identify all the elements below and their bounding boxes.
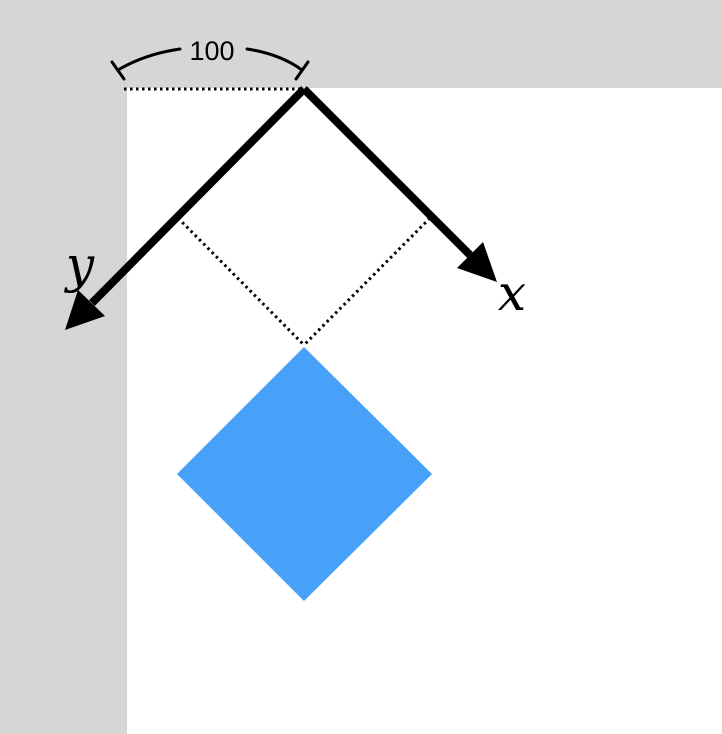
y-axis bbox=[65, 86, 307, 330]
margin-left-band bbox=[0, 0, 127, 734]
y-axis-arrowhead bbox=[65, 290, 105, 330]
dimension-cap-right bbox=[294, 60, 310, 81]
projection-lines bbox=[176, 216, 432, 347]
projection-line-y-side bbox=[176, 216, 306, 347]
x-axis bbox=[301, 86, 497, 282]
blue-rotated-square bbox=[177, 347, 432, 601]
x-axis-label: x bbox=[498, 264, 526, 322]
dimension-label: 100 bbox=[189, 36, 234, 66]
x-axis-line bbox=[301, 86, 473, 258]
dimension-marker bbox=[110, 47, 310, 81]
dimension-cap-left bbox=[110, 60, 126, 81]
projection-line-x-side bbox=[302, 216, 432, 347]
dimension-arc-right bbox=[245, 47, 304, 72]
dimension-arc-left bbox=[116, 47, 182, 72]
y-axis-label: y bbox=[64, 236, 95, 294]
x-axis-arrowhead bbox=[457, 242, 497, 282]
y-axis-line bbox=[89, 86, 307, 306]
